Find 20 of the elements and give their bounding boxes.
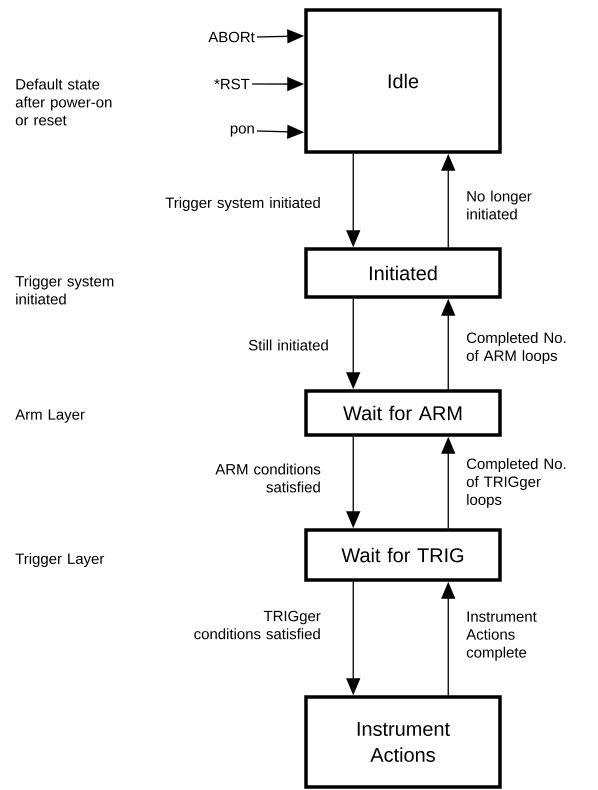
edge-label: TRIGger conditions satisfied: [194, 610, 321, 640]
state-box: Wait for TRIG: [304, 528, 502, 582]
edge-label: Instrument Actions complete: [466, 611, 537, 661]
layer-label: Arm Layer: [15, 409, 85, 423]
edge-label: Completed No. of ARM loops: [466, 332, 566, 364]
edge-label: Trigger system initiated: [166, 197, 320, 211]
edge-label: Completed No. of TRIGger loops: [466, 458, 566, 508]
layer-label: Trigger system initiated: [16, 276, 114, 304]
command-label: ABORt: [208, 32, 255, 42]
edge-label: No longer initiated: [467, 190, 532, 220]
edge-label: Still initiated: [248, 340, 328, 350]
edge-label: ARM conditions satisfied: [215, 464, 320, 492]
layer-label: Trigger Layer: [16, 553, 104, 567]
command-label: *RST: [214, 78, 250, 90]
layer-label: Default state after power-on or reset: [16, 78, 112, 126]
state-box: Wait for ARM: [304, 389, 502, 437]
state-box: Idle: [304, 8, 502, 154]
state-box: Instrument Actions: [304, 695, 502, 789]
state-box: Initiated: [304, 247, 502, 299]
command-label: pon: [230, 125, 254, 137]
